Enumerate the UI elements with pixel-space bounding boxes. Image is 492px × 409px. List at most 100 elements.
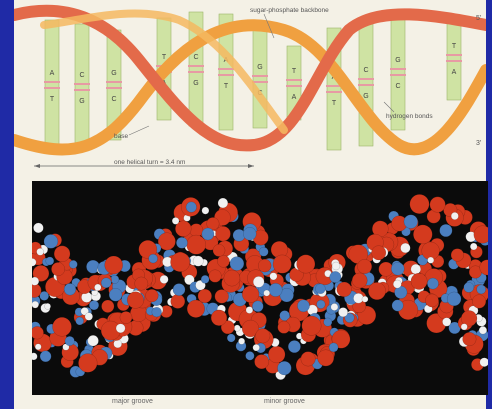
atom — [253, 344, 260, 351]
atom — [246, 351, 255, 360]
marker-right: 5' — [476, 15, 481, 22]
base-letter-top: T — [292, 68, 297, 75]
base-letter-top: C — [193, 54, 198, 61]
atom — [430, 197, 446, 213]
space-filling-model — [32, 181, 488, 395]
marker-bottom-right: 3' — [476, 140, 481, 147]
hydrogen-bond — [286, 85, 302, 87]
hydrogen-bond — [106, 87, 122, 89]
atom — [372, 246, 386, 260]
base-letter-top: C — [79, 72, 84, 79]
atom-model — [32, 181, 488, 395]
atom — [379, 262, 393, 276]
atom — [76, 317, 84, 325]
hydrogen-bond — [358, 78, 374, 80]
atom — [32, 301, 39, 308]
atom — [94, 284, 101, 291]
atom — [53, 317, 72, 336]
atom — [442, 318, 451, 327]
atom — [32, 353, 37, 360]
atom — [173, 284, 185, 296]
atom — [127, 292, 144, 309]
atom — [171, 294, 185, 308]
atom — [461, 324, 467, 330]
atom — [218, 198, 228, 208]
atom — [37, 248, 44, 255]
atom — [64, 283, 76, 295]
caption-major-groove: major groove — [112, 398, 153, 405]
atom — [101, 278, 111, 288]
hydrogen-bond — [252, 75, 268, 77]
atom — [255, 355, 269, 369]
atom — [258, 259, 271, 272]
atom — [404, 215, 418, 229]
base-letter-top: G — [257, 64, 262, 71]
hydrogen-bond — [446, 60, 462, 62]
atom — [32, 326, 44, 339]
label-turn: one helical turn = 3.4 nm — [114, 159, 185, 166]
atom — [116, 324, 125, 333]
label-backbone: sugar-phosphate backbone — [250, 7, 329, 14]
left-border — [0, 0, 14, 409]
atom — [176, 237, 187, 248]
atom — [479, 326, 487, 334]
base-letter-bottom: T — [224, 83, 229, 90]
base-letter-top: G — [395, 57, 400, 64]
atom — [464, 282, 474, 292]
hydrogen-bond — [74, 83, 90, 85]
atom — [268, 346, 285, 363]
atom — [425, 294, 438, 307]
atom — [78, 354, 97, 373]
hydrogen-bond — [188, 71, 204, 73]
atom — [85, 313, 93, 321]
atom — [463, 332, 477, 346]
atom — [46, 257, 54, 265]
figure-paper: ATCGGCTACGATGCTAATCGGCTA sugar-phosphate… — [14, 0, 486, 409]
atom — [234, 325, 240, 331]
atom — [428, 257, 434, 263]
atom — [160, 275, 168, 283]
atom — [120, 311, 132, 323]
atom — [246, 307, 253, 314]
atom — [209, 270, 222, 283]
base-letter-bottom: T — [50, 96, 55, 103]
atom — [243, 227, 256, 240]
atom — [302, 316, 321, 335]
hydrogen-bond — [252, 81, 268, 83]
atom — [297, 300, 309, 312]
atom — [392, 300, 403, 311]
base-letter-top: T — [162, 54, 167, 61]
atom — [278, 361, 292, 375]
atom — [252, 301, 263, 312]
base-letter-bottom: A — [292, 94, 297, 101]
base-letter-bottom: C — [111, 96, 116, 103]
atom — [301, 352, 316, 367]
atom — [331, 303, 338, 310]
base-letter-top: G — [111, 70, 116, 77]
atom — [238, 338, 244, 344]
hydrogen-bond — [74, 89, 90, 91]
hydrogen-bond — [326, 91, 342, 93]
atom — [35, 344, 41, 350]
hydrogen-bond — [218, 74, 234, 76]
base-letter-top: C — [363, 67, 368, 74]
atom — [216, 226, 231, 241]
atom — [193, 256, 203, 266]
atom — [65, 336, 75, 346]
atom — [114, 340, 122, 348]
label-base: base — [114, 133, 128, 140]
atom — [411, 273, 427, 289]
hydrogen-bond — [44, 81, 60, 83]
base-pair-rung — [75, 24, 89, 150]
atom — [135, 277, 148, 290]
atom — [362, 296, 368, 302]
base-letter-bottom: G — [363, 93, 368, 100]
atom — [253, 276, 264, 287]
base-letter-top: T — [452, 43, 457, 50]
atom — [318, 350, 334, 366]
atom — [102, 300, 115, 313]
base-letter-bottom: G — [79, 98, 84, 105]
base-letter-bottom: A — [452, 69, 457, 76]
atom — [273, 255, 291, 273]
atom — [105, 256, 123, 274]
